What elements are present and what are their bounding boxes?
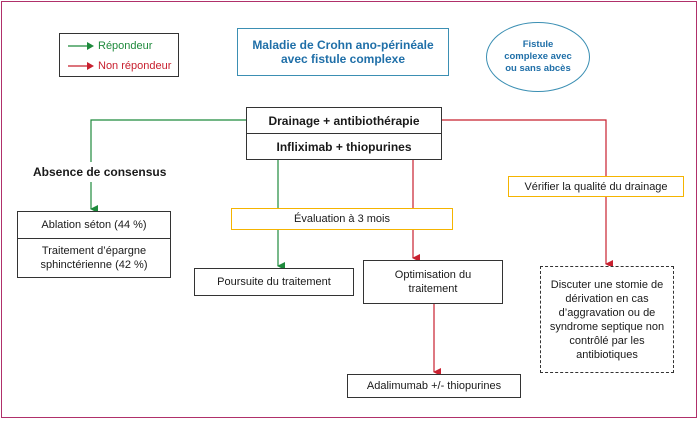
adalimumab-box: Adalimumab +/- thiopurines xyxy=(347,374,521,398)
legend-responder-label: Répondeur xyxy=(98,40,153,52)
absence-consensus-label: Absence de consensus xyxy=(33,165,167,179)
red-arrow-icon xyxy=(68,62,94,70)
evaluation-box: Évaluation à 3 mois xyxy=(231,208,453,230)
fistula-ellipse: Fistule complexe avec ou sans abcès xyxy=(486,22,590,92)
drainage-box: Drainage + antibiothérapie xyxy=(246,107,442,134)
legend-nonresponder-label: Non répondeur xyxy=(98,60,172,72)
optimisation-box: Optimisation du traitement xyxy=(363,260,503,304)
legend-nonresponder: Non répondeur xyxy=(68,59,171,73)
red-connector-right xyxy=(442,119,607,176)
infliximab-box: Infliximab + thiopurines xyxy=(246,133,442,160)
legend-responder: Répondeur xyxy=(68,39,152,53)
ablation-box: Ablation séton (44 %) xyxy=(17,211,171,239)
verifier-box: Vérifier la qualité du drainage xyxy=(508,176,684,197)
legend: Répondeur Non répondeur xyxy=(59,33,179,77)
green-arrow-icon xyxy=(68,42,94,50)
diagram-title: Maladie de Crohn ano-périnéale avec fist… xyxy=(237,28,449,76)
green-connector-left xyxy=(90,119,246,162)
stomie-box: Discuter une stomie de dérivation en cas… xyxy=(540,266,674,373)
epargne-box: Traitement d’épargne sphinctérienne (42 … xyxy=(17,238,171,278)
poursuite-box: Poursuite du traitement xyxy=(194,268,354,296)
